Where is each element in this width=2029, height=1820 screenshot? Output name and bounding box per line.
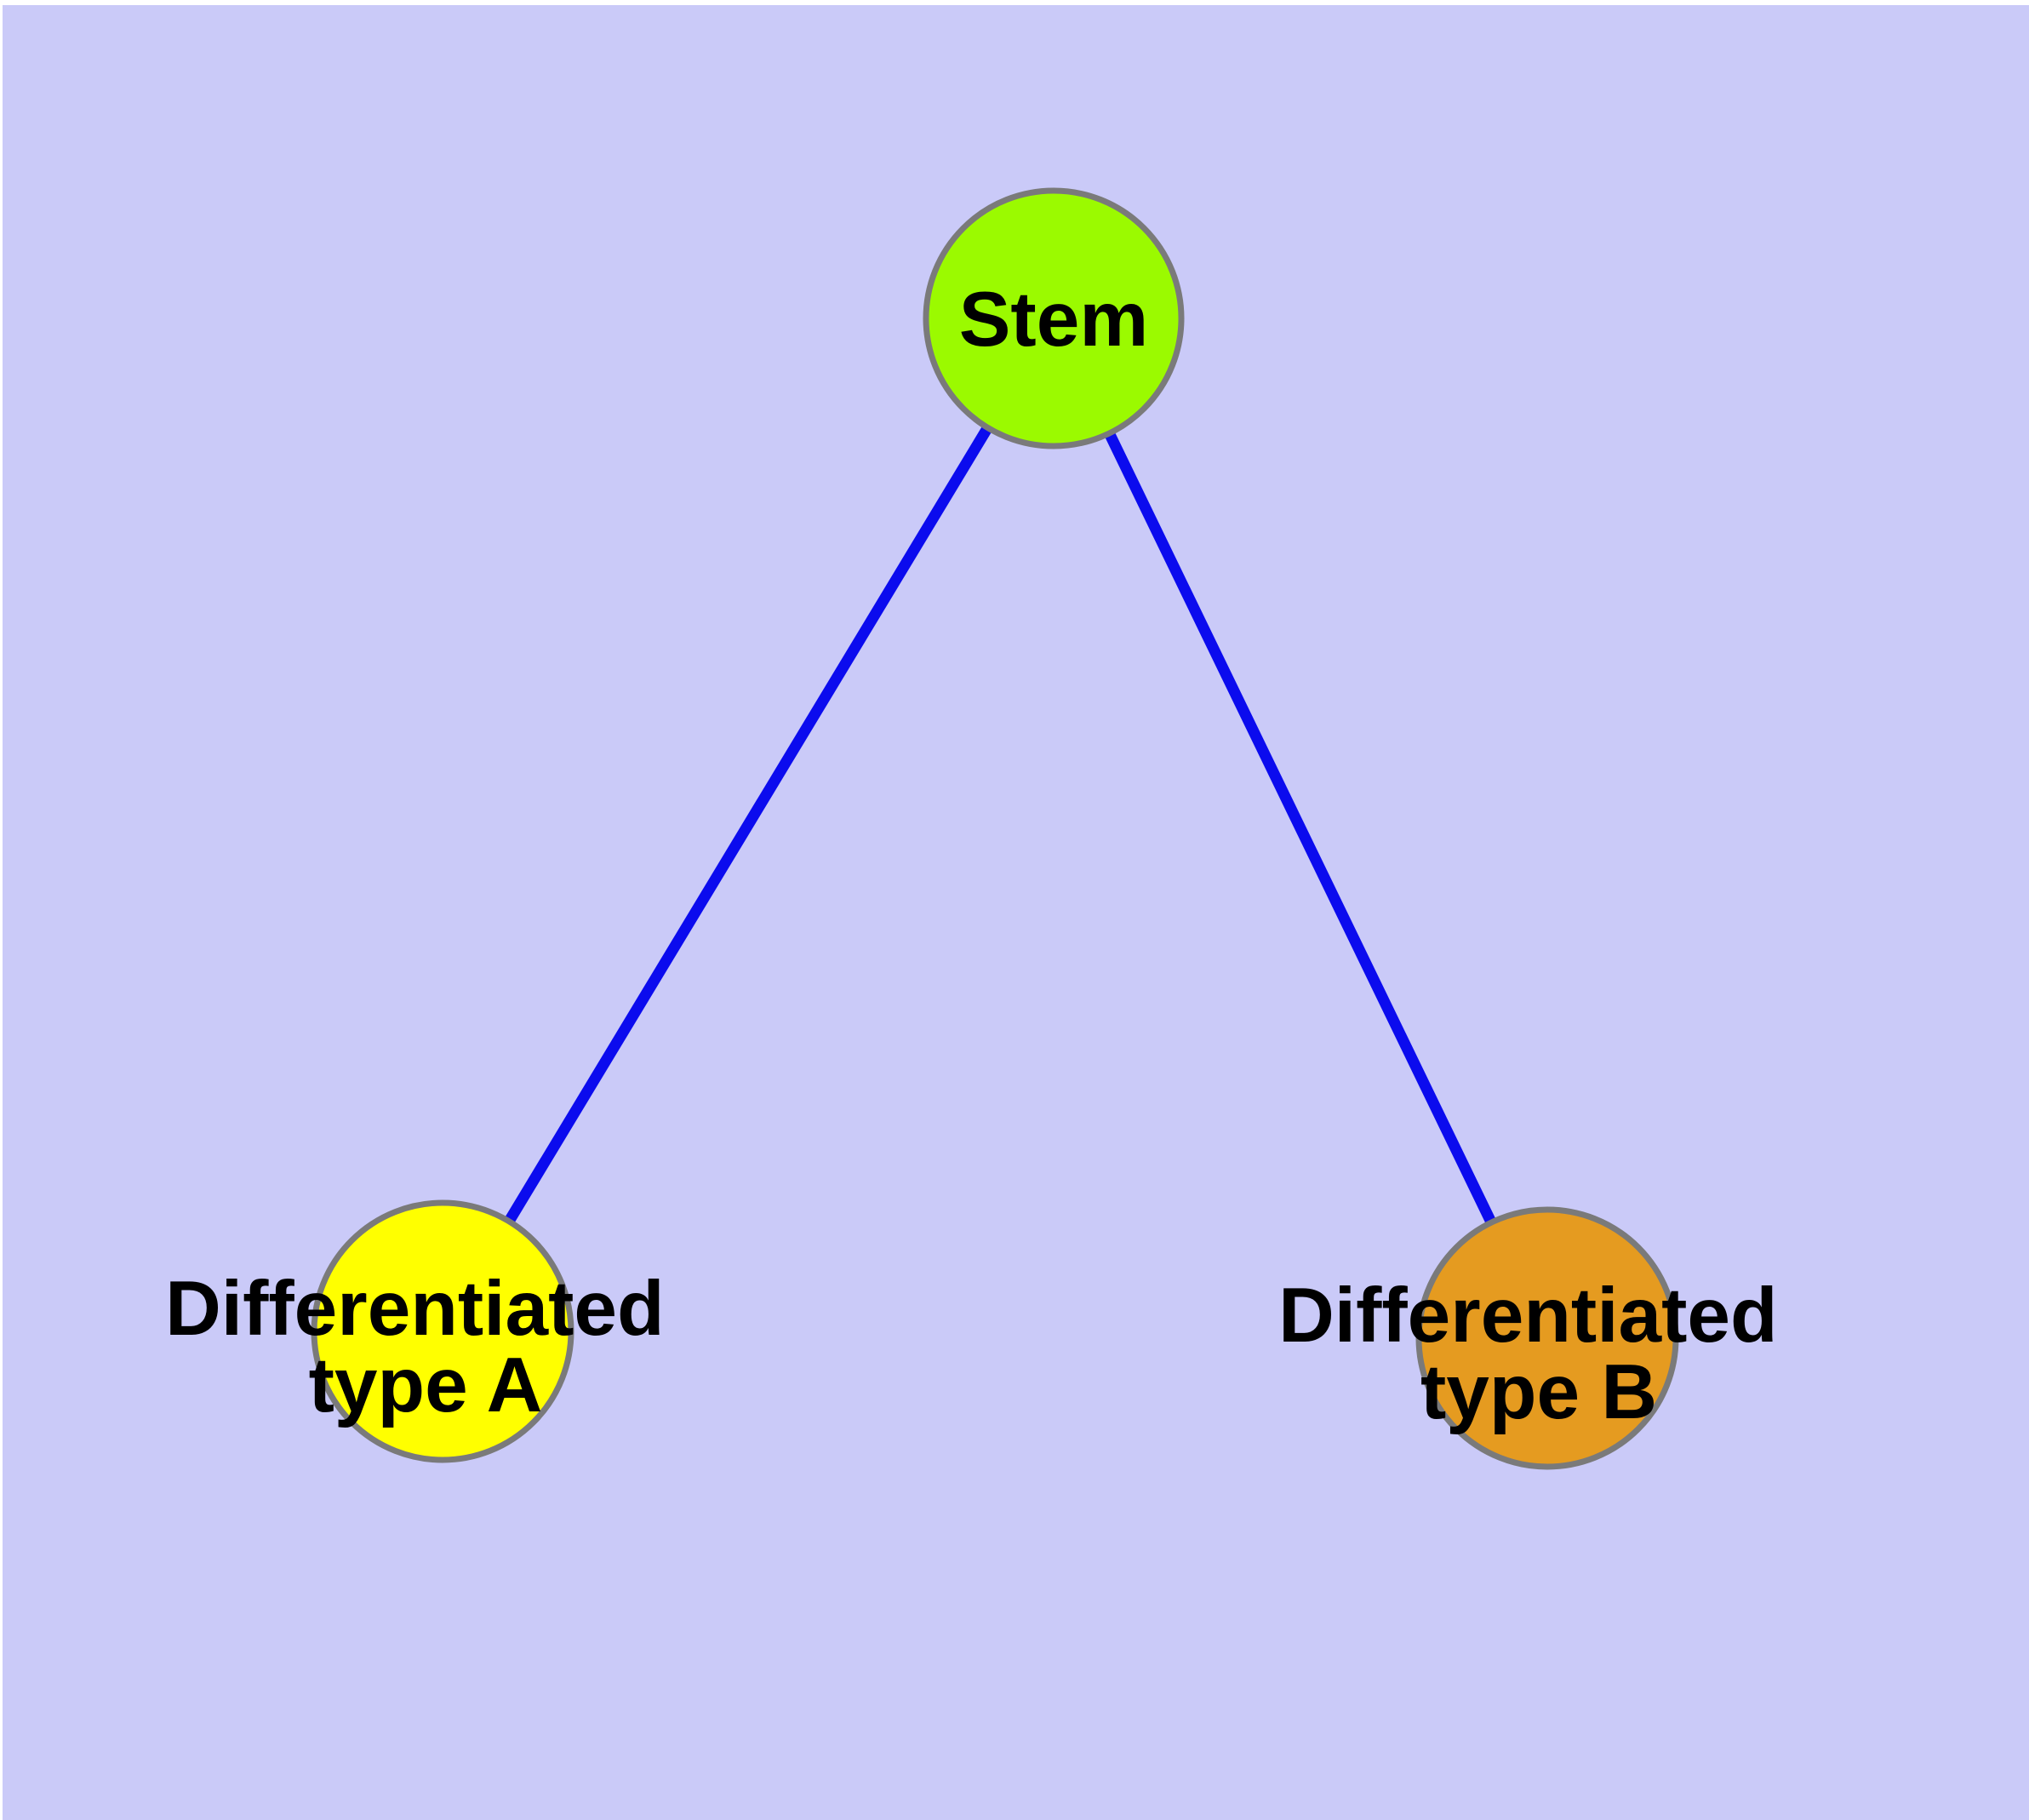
node-stem-label: Stem xyxy=(959,277,1149,363)
node-type-a-label-line2: type A xyxy=(309,1342,543,1428)
node-type-b-label-line2: type B xyxy=(1420,1349,1657,1435)
edge-stem-to-type-a xyxy=(437,315,1059,1335)
edge-stem-to-type-b xyxy=(1049,316,1552,1341)
node-differentiated-type-a xyxy=(311,1199,574,1463)
node-type-a-label-line1: Differentiated xyxy=(165,1266,665,1352)
node-stem xyxy=(923,187,1185,449)
node-type-a-label: Differentiated type A xyxy=(165,1266,686,1428)
node-type-b-label-line1: Differentiated xyxy=(1278,1273,1778,1359)
node-type-b-label: Differentiated type B xyxy=(1278,1273,1799,1435)
node-differentiated-type-b xyxy=(1415,1206,1679,1470)
